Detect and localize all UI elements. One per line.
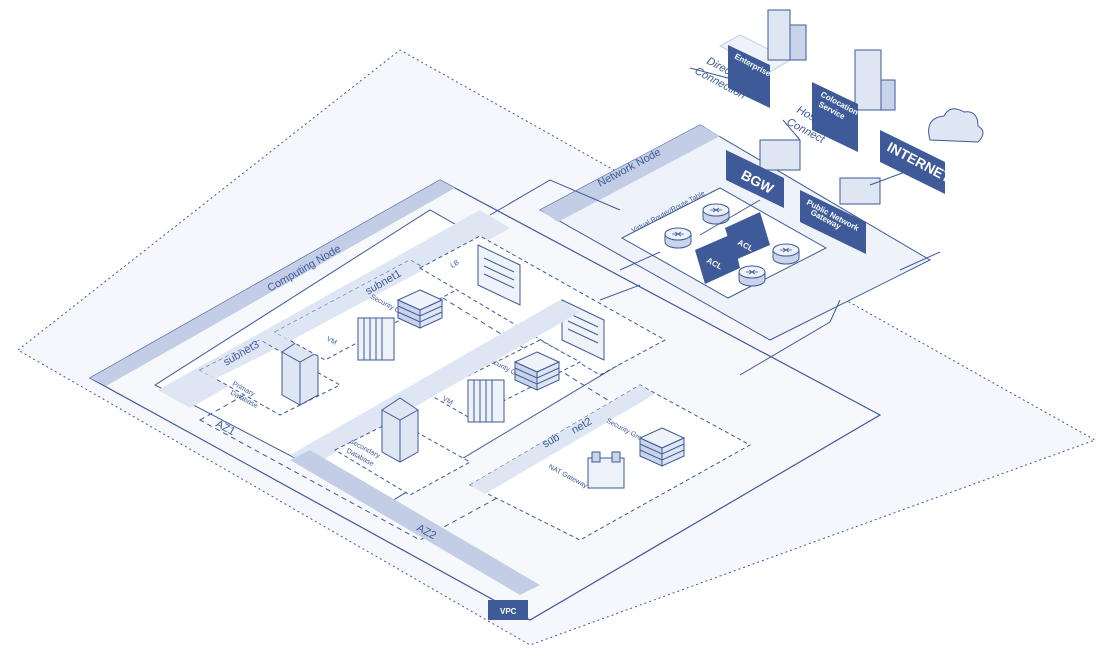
router-icon: [738, 265, 766, 287]
az2-zone: AZ2: [290, 300, 580, 595]
vm-label: VM: [325, 336, 338, 347]
subnet3: subnet3 Primary Database: [198, 339, 342, 416]
vpc-label: VPC: [500, 607, 517, 616]
router-icon: [772, 243, 800, 265]
router-icon: [664, 227, 692, 249]
lb-zone: LB: [418, 235, 667, 376]
subnet1: subnet1 VM Security Group: [273, 259, 462, 361]
connector-lines: [489, 67, 941, 376]
lb-label: LB: [450, 259, 461, 270]
bgw: BGW: [726, 139, 801, 208]
network-node: Network Node Virtual Router/Route Table …: [538, 124, 932, 341]
colocation-service: Colocation Service: [812, 49, 896, 152]
nat-gateway-icon: [587, 451, 625, 489]
internet: INTERNET: [880, 108, 984, 194]
subnet2: sub net2 NAT Gateway Security Group: [468, 384, 752, 541]
public-network-gateway: Public Network Gateway: [800, 177, 881, 254]
az1-subnet-row: VM Security Group: [428, 339, 582, 423]
vm-label: VM: [441, 396, 454, 407]
lb-icon: [477, 244, 521, 306]
router-icon: [702, 203, 730, 225]
